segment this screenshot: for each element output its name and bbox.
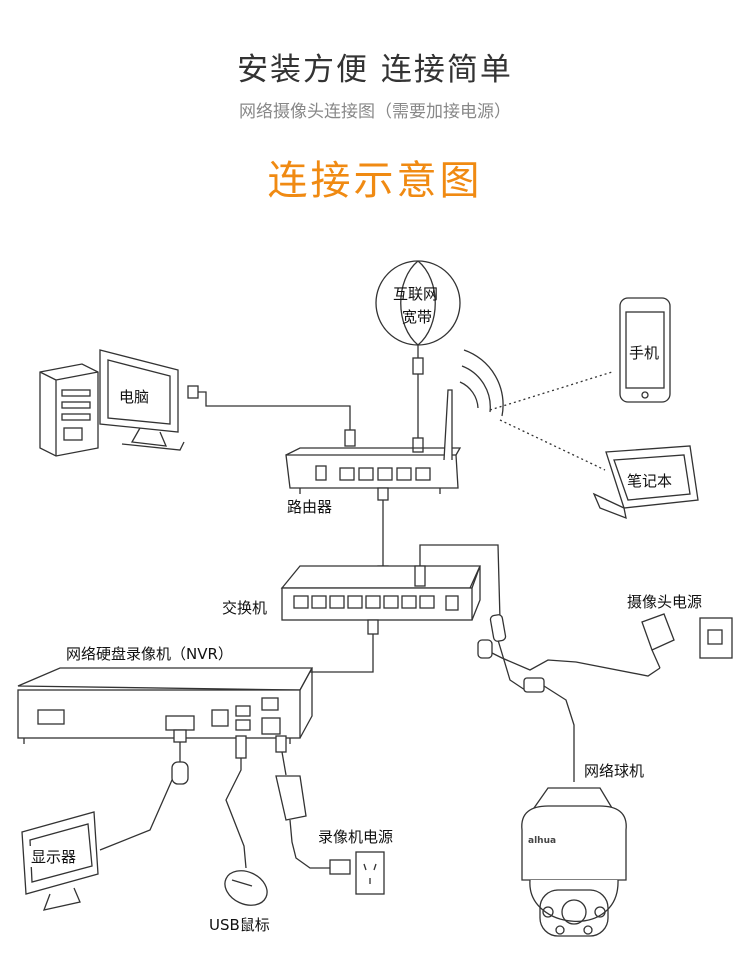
computer-monitor bbox=[99, 349, 185, 451]
usb-mouse bbox=[224, 870, 268, 906]
camera-brand-label: alhua bbox=[528, 836, 557, 846]
ptz-dome-camera bbox=[521, 760, 627, 937]
router-label: 路由器 bbox=[287, 498, 333, 516]
computer-label: 电脑 bbox=[119, 388, 150, 406]
nvr-recorder bbox=[17, 667, 314, 744]
phone bbox=[619, 297, 671, 403]
laptop-label: 笔记本 bbox=[627, 472, 673, 490]
monitor-label: 显示器 bbox=[28, 846, 80, 867]
network-switch bbox=[280, 565, 482, 621]
internet-globe bbox=[375, 260, 461, 346]
nvr-power-socket bbox=[355, 851, 385, 895]
internet-label-line2: 宽带 bbox=[402, 308, 433, 326]
computer-tower bbox=[39, 363, 99, 457]
laptop bbox=[592, 445, 699, 520]
nvr-label: 网络硬盘录像机（NVR） bbox=[66, 645, 233, 663]
camera-power-adapter bbox=[641, 613, 733, 669]
ptz-camera-label: 网络球机 bbox=[584, 762, 645, 780]
page-subtitle: 网络摄像头连接图（需要加接电源） bbox=[239, 102, 511, 122]
router bbox=[285, 389, 462, 494]
phone-label: 手机 bbox=[629, 344, 660, 362]
switch-label: 交换机 bbox=[222, 599, 268, 617]
camera-power-label: 摄像头电源 bbox=[627, 593, 703, 611]
internet-label-line1: 互联网 bbox=[393, 285, 439, 303]
page-title: 安装方便 连接简单 bbox=[237, 52, 513, 88]
nvr-power-label: 录像机电源 bbox=[318, 828, 394, 846]
diagram-title: 连接示意图 bbox=[267, 158, 483, 204]
usb-mouse-label: USB鼠标 bbox=[209, 916, 270, 934]
